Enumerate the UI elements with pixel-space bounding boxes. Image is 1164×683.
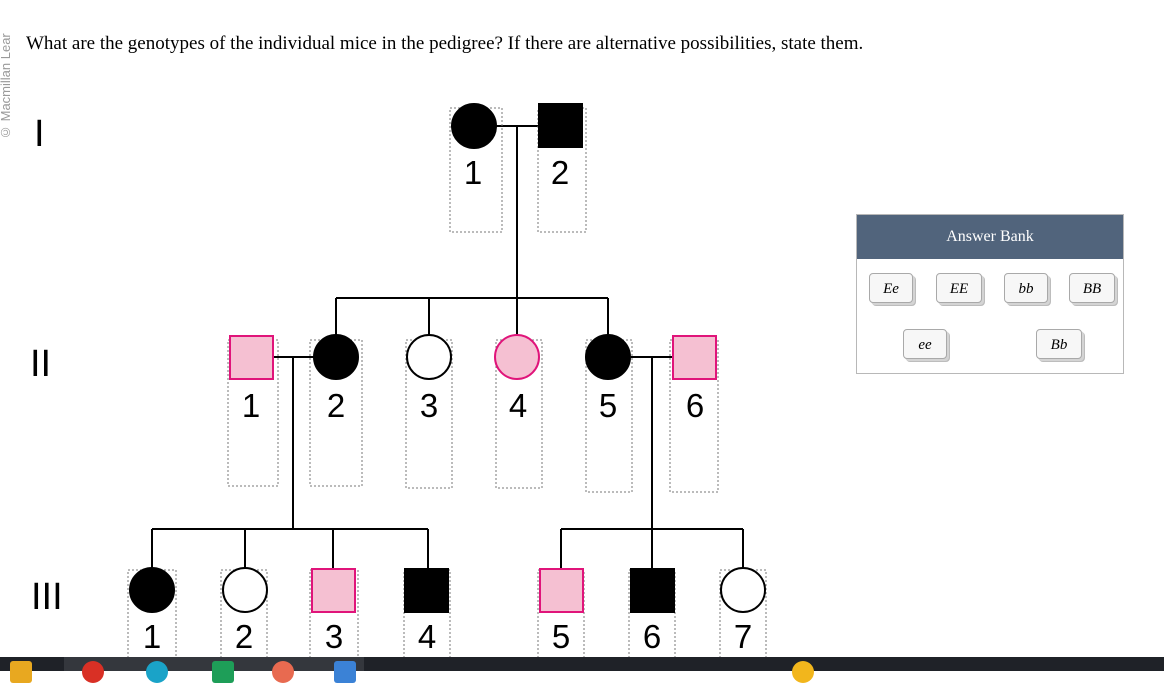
male-pink-III-3 — [311, 568, 356, 613]
pedigree-chart: 1 2 1 2 3 4 5 6 1 2 3 4 5 6 7 — [127, 103, 767, 657]
female-affected-I-1 — [451, 103, 497, 149]
app-icon-green[interactable] — [212, 661, 234, 683]
drop-zone-II-4[interactable] — [495, 339, 543, 489]
answer-chip-EE[interactable]: EE — [936, 273, 982, 303]
label-II-1: 1 — [242, 387, 260, 424]
label-III-7: 7 — [734, 618, 752, 655]
label-II-6: 6 — [686, 387, 704, 424]
app-icon-blue[interactable] — [334, 661, 356, 683]
male-pink-II-1 — [229, 335, 274, 380]
label-II-5: 5 — [599, 387, 617, 424]
female-pink-II-4 — [494, 334, 540, 380]
answer-chip-Bb[interactable]: Bb — [1036, 329, 1082, 359]
generation-label-2: II — [30, 343, 52, 385]
male-affected-I-2 — [538, 103, 583, 148]
male-affected-III-4 — [404, 568, 449, 613]
answer-chip-bb[interactable]: bb — [1004, 273, 1048, 303]
male-affected-III-6 — [630, 568, 675, 613]
answer-chip-BB[interactable]: BB — [1069, 273, 1115, 303]
taskbar — [0, 657, 1164, 683]
label-III-3: 3 — [325, 618, 343, 655]
answer-chip-Ee[interactable]: Ee — [869, 273, 913, 303]
drop-zone-II-3[interactable] — [405, 339, 453, 489]
app-icon-orange[interactable] — [272, 661, 294, 683]
question-text: What are the genotypes of the individual… — [26, 33, 864, 54]
female-affected-III-1 — [129, 567, 175, 613]
answer-chip-ee[interactable]: ee — [903, 329, 947, 359]
browser-icon[interactable] — [82, 661, 104, 683]
label-I-1: 1 — [464, 154, 482, 191]
female-affected-II-5 — [585, 334, 631, 380]
label-II-3: 3 — [420, 387, 438, 424]
generation-label-3: III — [31, 576, 63, 618]
answer-bank: Answer Bank Ee EE bb BB ee Bb — [856, 214, 1124, 374]
female-affected-II-2 — [313, 334, 359, 380]
label-I-2: 2 — [551, 154, 569, 191]
label-III-2: 2 — [235, 618, 253, 655]
drop-zone-II-5[interactable] — [585, 339, 633, 493]
app-icon-cyan[interactable] — [146, 661, 168, 683]
male-pink-II-6 — [672, 335, 717, 380]
label-III-5: 5 — [552, 618, 570, 655]
answer-bank-title: Answer Bank — [857, 215, 1123, 259]
female-unaffected-III-2 — [222, 567, 268, 613]
label-II-4: 4 — [509, 387, 527, 424]
label-II-2: 2 — [327, 387, 345, 424]
female-unaffected-II-3 — [406, 334, 452, 380]
generation-label-1: I — [34, 113, 45, 155]
female-unaffected-III-7 — [720, 567, 766, 613]
launcher-icon[interactable] — [10, 661, 32, 683]
label-III-4: 4 — [418, 618, 436, 655]
male-pink-III-5 — [539, 568, 584, 613]
label-III-6: 6 — [643, 618, 661, 655]
label-III-1: 1 — [143, 618, 161, 655]
app-icon-yellow[interactable] — [792, 661, 814, 683]
